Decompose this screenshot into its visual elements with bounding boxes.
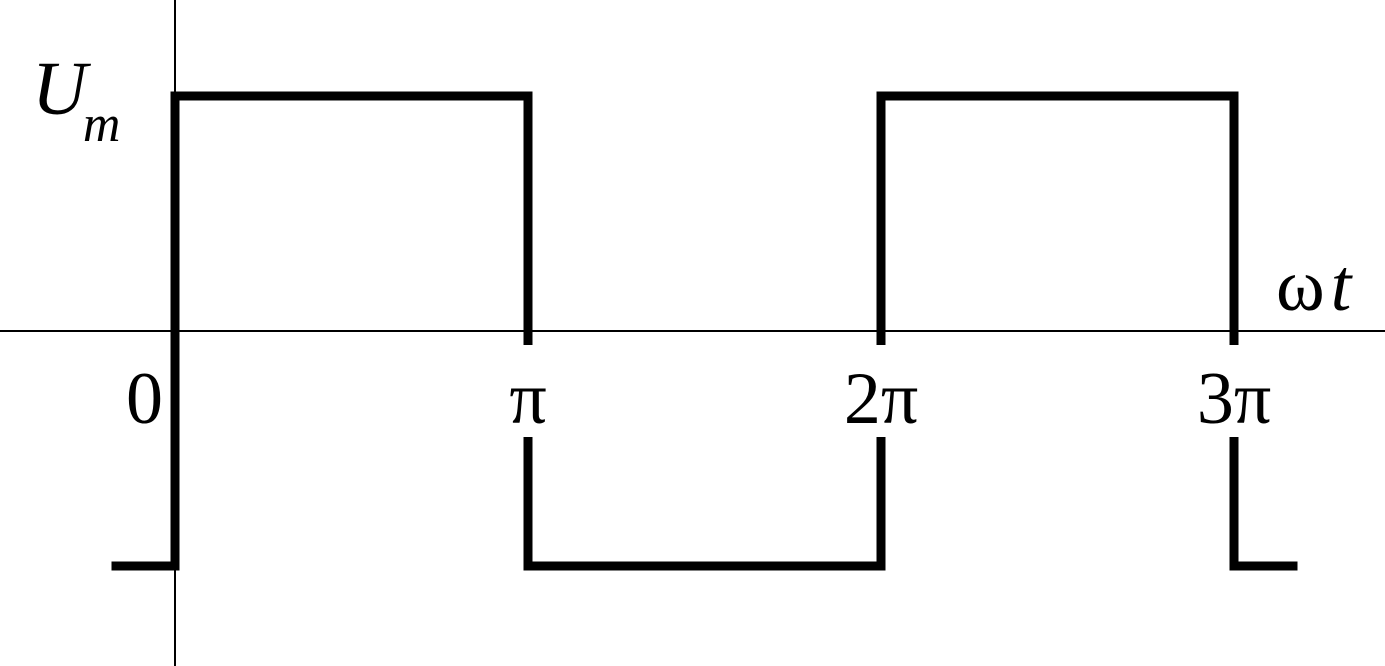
- tick-label-gap: [517, 345, 539, 437]
- x-axis-label-omega: ω: [1276, 245, 1325, 327]
- amplitude-label-subscript: m: [83, 96, 121, 153]
- labels: ωt Um 0 π 2π 3π: [32, 47, 1354, 440]
- square-wave-series-line: [111, 91, 1298, 571]
- x-tick-label: π: [509, 358, 546, 440]
- x-tick-label: 3π: [1197, 358, 1271, 440]
- x-axis-label: ωt: [1276, 245, 1354, 327]
- tick-label-gap: [1223, 345, 1245, 437]
- x-tick-label: 0: [126, 358, 163, 440]
- tick-label-gap: [870, 345, 892, 437]
- amplitude-label: Um: [32, 47, 120, 153]
- x-axis-label-t: t: [1331, 245, 1354, 327]
- amplitude-label-u: U: [32, 47, 91, 131]
- x-tick-label: 2π: [844, 358, 918, 440]
- plot-area: [111, 91, 1298, 571]
